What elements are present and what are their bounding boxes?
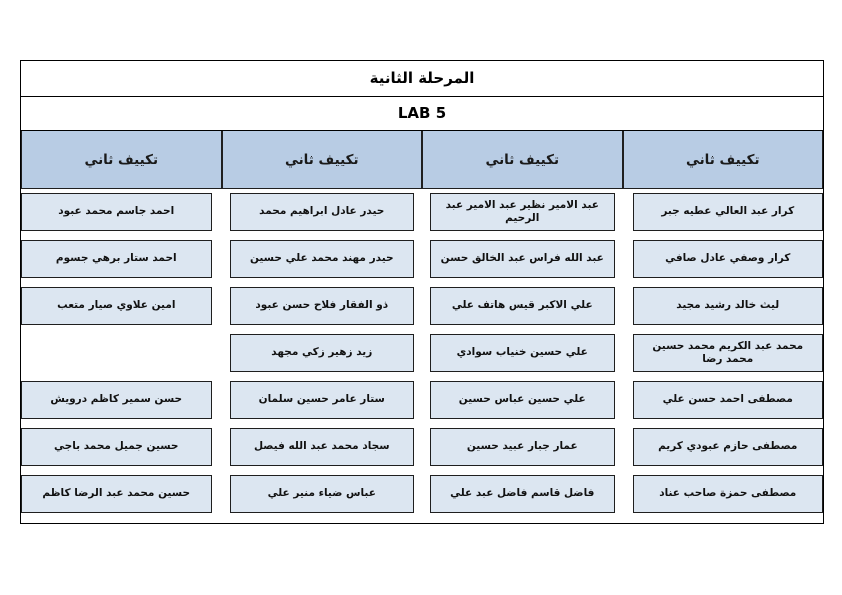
roster-table: المرحلة الثانية LAB 5 تكييف ثاني كرار عب… [20, 60, 824, 524]
student-name: مصطفى حازم عبودي كريم [658, 440, 798, 453]
table-row[interactable]: عبد الامير نظير عبد الامير عبد الرحيم [430, 193, 615, 231]
column-body-1: كرار عبد العالي عطيه جبر كرار وصفي عادل … [623, 193, 823, 523]
student-name: ليث خالد رشيد مجيد [676, 299, 780, 312]
student-name: علي حسين عباس حسين [458, 393, 586, 406]
column-header-label: تكييف ثاني [485, 151, 560, 168]
student-name: كرار عبد العالي عطيه جبر [661, 205, 795, 218]
table-row[interactable]: عمار جبار عبيد حسين [430, 428, 615, 466]
student-name: فاضل قاسم فاضل عبد علي [450, 487, 595, 500]
columns-container: تكييف ثاني كرار عبد العالي عطيه جبر كرار… [21, 131, 823, 523]
table-row[interactable]: ستار عامر حسين سلمان [229, 381, 414, 419]
column-body-3: حيدر عادل ابراهيم محمد حيدر مهند محمد عل… [222, 193, 423, 523]
column-body-4: احمد جاسم محمد عبود احمد ستار برهي جسوم … [21, 193, 222, 523]
table-row[interactable]: امين علاوي صيار متعب [21, 287, 212, 325]
student-name: مصطفى حمزة صاحب عناد [659, 487, 797, 500]
student-name: زيد زهير زكي مجهد [271, 346, 373, 359]
student-name: عمار جبار عبيد حسين [466, 440, 578, 453]
lab-subtitle: LAB 5 [397, 104, 447, 122]
column-header-1: تكييف ثاني [622, 131, 823, 189]
student-name: حيدر عادل ابراهيم محمد [259, 205, 385, 218]
table-row[interactable]: حسين جميل محمد باجي [21, 428, 212, 466]
table-row[interactable]: حيدر عادل ابراهيم محمد [229, 193, 414, 231]
student-name: سجاد محمد عبد الله فيصل [253, 440, 390, 453]
column-header-3: تكييف ثاني [221, 131, 422, 189]
column-body-2: عبد الامير نظير عبد الامير عبد الرحيم عب… [422, 193, 623, 523]
student-name: كرار وصفي عادل صافي [665, 252, 791, 265]
table-row[interactable]: احمد ستار برهي جسوم [21, 240, 212, 278]
column-header-2: تكييف ثاني [422, 131, 623, 189]
table-row[interactable]: مصطفى احمد حسن علي [632, 381, 823, 419]
student-name: عبد الله فراس عبد الخالق حسن [440, 252, 604, 265]
table-row[interactable]: احمد جاسم محمد عبود [21, 193, 212, 231]
table-row[interactable]: علي حسين عباس حسين [430, 381, 615, 419]
table-row[interactable]: حسن سمير كاظم درويش [21, 381, 212, 419]
student-name: حسين محمد عبد الرضا كاظم [42, 487, 191, 500]
student-name: مصطفى احمد حسن علي [662, 393, 793, 406]
table-row[interactable]: مصطفى حازم عبودي كريم [632, 428, 823, 466]
student-name: حسين جميل محمد باجي [54, 440, 179, 453]
table-row[interactable]: حيدر مهند محمد علي حسين [229, 240, 414, 278]
roster-column-2: تكييف ثاني عبد الامير نظير عبد الامير عب… [422, 131, 623, 523]
lab-subtitle-row: LAB 5 [21, 97, 823, 131]
student-name: حيدر مهند محمد علي حسين [249, 252, 394, 265]
column-header-label: تكييف ثاني [685, 151, 760, 168]
table-row[interactable]: كرار وصفي عادل صافي [632, 240, 823, 278]
student-name: احمد ستار برهي جسوم [55, 252, 177, 265]
student-name: ذو الفقار فلاح حسن عبود [255, 299, 389, 312]
student-name: امين علاوي صيار متعب [57, 299, 176, 312]
column-header-label: تكييف ثاني [284, 151, 359, 168]
table-row-empty [21, 334, 212, 372]
column-header-4: تكييف ثاني [21, 131, 222, 189]
table-row[interactable]: عبد الله فراس عبد الخالق حسن [430, 240, 615, 278]
student-name: محمد عبد الكريم محمد حسين محمد رضا [652, 339, 804, 365]
table-row[interactable]: عباس ضياء منير علي [229, 475, 414, 513]
table-row[interactable]: محمد عبد الكريم محمد حسين محمد رضا [632, 334, 823, 372]
student-name: علي حسين خنياب سوادي [456, 346, 588, 359]
roster-column-4: تكييف ثاني احمد جاسم محمد عبود احمد ستار… [21, 131, 222, 523]
table-row[interactable]: كرار عبد العالي عطيه جبر [632, 193, 823, 231]
table-row[interactable]: حسين محمد عبد الرضا كاظم [21, 475, 212, 513]
student-name: احمد جاسم محمد عبود [58, 205, 175, 218]
document-title-row: المرحلة الثانية [21, 61, 823, 97]
student-name: علي الاكبر قيس هاتف علي [451, 299, 593, 312]
student-name: عبد الامير نظير عبد الامير عبد الرحيم [445, 198, 599, 224]
table-row[interactable]: ذو الفقار فلاح حسن عبود [229, 287, 414, 325]
table-row[interactable]: سجاد محمد عبد الله فيصل [229, 428, 414, 466]
table-row[interactable]: مصطفى حمزة صاحب عناد [632, 475, 823, 513]
roster-column-1: تكييف ثاني كرار عبد العالي عطيه جبر كرار… [622, 131, 823, 523]
student-name: ستار عامر حسين سلمان [258, 393, 385, 406]
student-name: حسن سمير كاظم درويش [50, 393, 183, 406]
page-title: المرحلة الثانية [369, 69, 475, 87]
table-row[interactable]: ليث خالد رشيد مجيد [632, 287, 823, 325]
student-name: عباس ضياء منير علي [267, 487, 376, 500]
column-header-label: تكييف ثاني [84, 151, 159, 168]
table-row[interactable]: فاضل قاسم فاضل عبد علي [430, 475, 615, 513]
roster-column-3: تكييف ثاني حيدر عادل ابراهيم محمد حيدر م… [221, 131, 423, 523]
table-row[interactable]: زيد زهير زكي مجهد [229, 334, 414, 372]
table-row[interactable]: علي حسين خنياب سوادي [430, 334, 615, 372]
table-row[interactable]: علي الاكبر قيس هاتف علي [430, 287, 615, 325]
